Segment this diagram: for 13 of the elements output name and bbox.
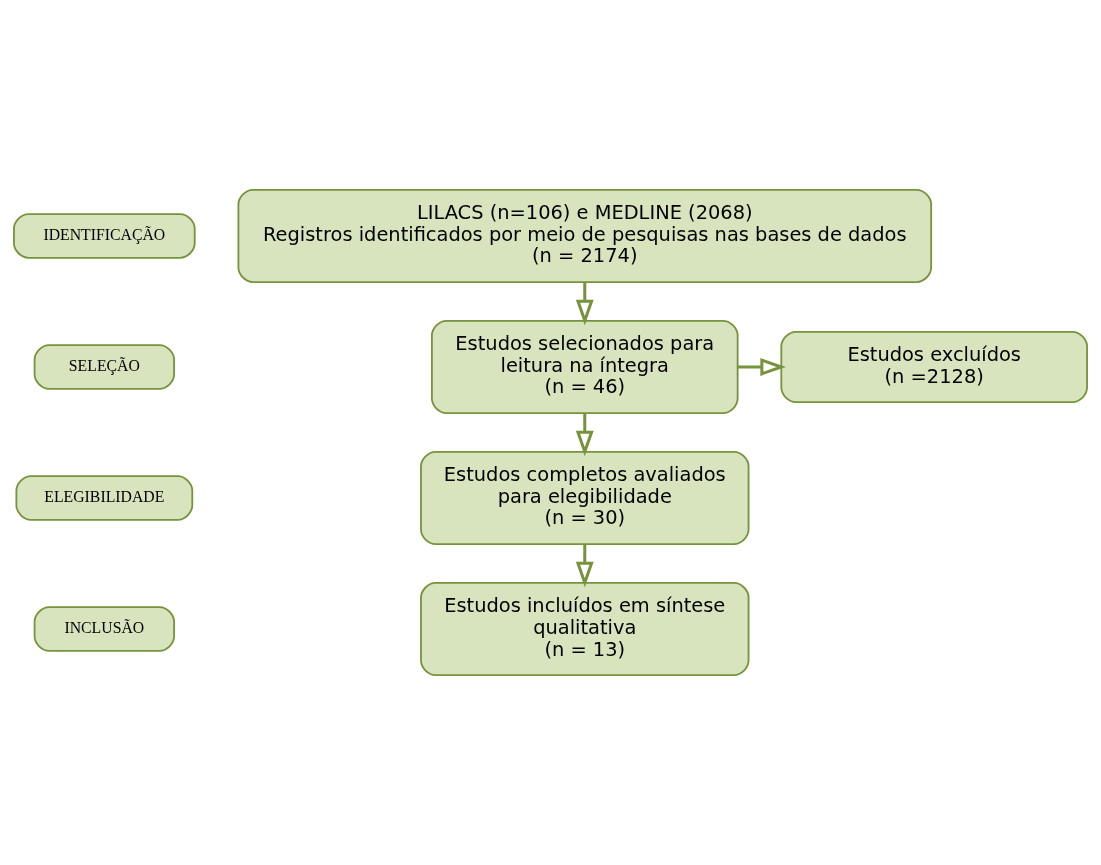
arrow: [575, 544, 594, 588]
node-box: ELEGIBILIDADE: [15, 475, 194, 521]
arrow: [738, 358, 786, 376]
arrow: [575, 282, 594, 326]
node-box: Estudos excluídos (n =2128): [780, 330, 1088, 404]
node-box: Estudos completos avaliados para elegibilidade (n = 30): [420, 451, 750, 546]
arrow: [575, 413, 594, 457]
node-box: IDENTIFICAÇÃO: [13, 213, 196, 259]
node-box: LILACS (n=106) e MEDLINE (2068) Registros identificados por meio de pesquisas nas bases de dados (n = 2174): [237, 188, 933, 283]
node-box: SELEÇÃO: [33, 344, 175, 390]
node-box: INCLUSÃO: [33, 606, 175, 652]
node-box: Estudos incluídos em síntese qualitativa (n = 13): [420, 582, 750, 677]
node-box: Estudos selecionados para leitura na íntegra (n = 46): [431, 319, 739, 414]
